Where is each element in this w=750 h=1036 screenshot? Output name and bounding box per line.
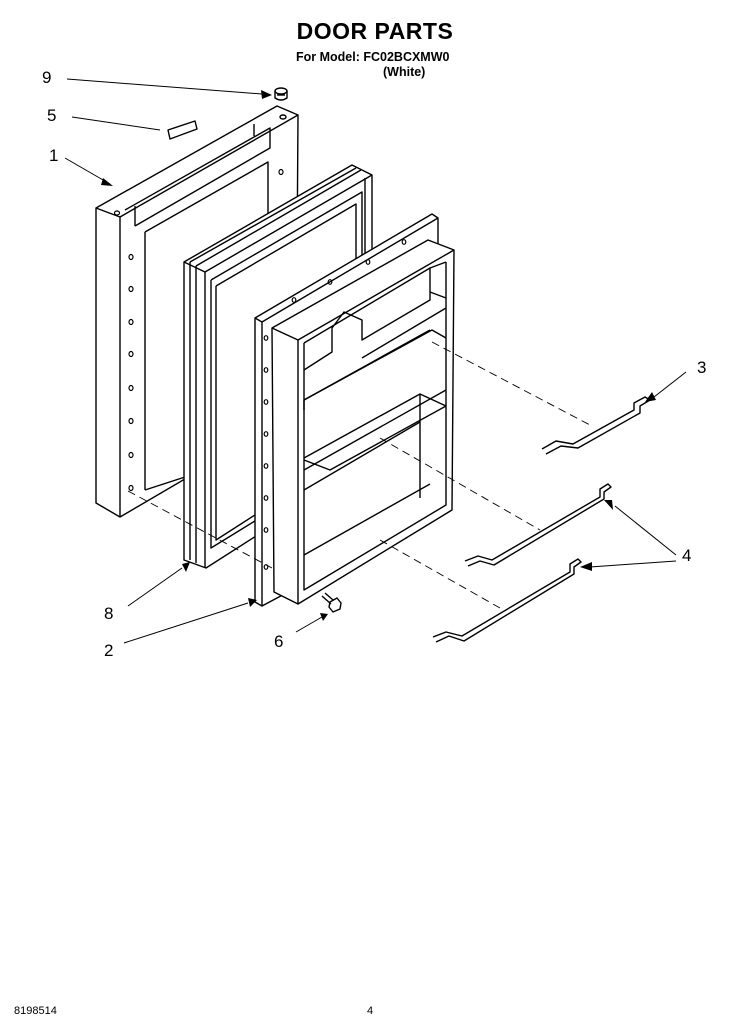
callout-2: 2 (104, 641, 114, 660)
callout-8: 8 (104, 604, 114, 623)
shelf-retainer-bar-lower (432, 558, 582, 643)
callout-4: 4 (682, 546, 692, 565)
projection-lines (127, 341, 591, 609)
callout-3: 3 (697, 358, 707, 377)
callout-5: 5 (47, 106, 57, 125)
page-number: 4 (367, 1005, 374, 1017)
model-line: For Model: FC02BCXMW0 (296, 50, 450, 64)
hinge-plug (274, 87, 288, 120)
page-title: DOOR PARTS (296, 18, 454, 44)
arrowheads (101, 90, 656, 621)
inner-door-liner (254, 213, 455, 607)
shelf-retainer-bar-upper (541, 396, 651, 455)
leader-lines (64, 78, 687, 644)
callout-9: 9 (42, 68, 52, 87)
callout-6: 6 (274, 632, 284, 651)
nameplate (167, 120, 198, 140)
screw (321, 592, 342, 613)
color-variant: (White) (383, 65, 426, 79)
shelf-retainer-bar-middle (464, 483, 612, 567)
document-number: 8198514 (14, 1005, 57, 1017)
callout-1: 1 (49, 146, 59, 165)
